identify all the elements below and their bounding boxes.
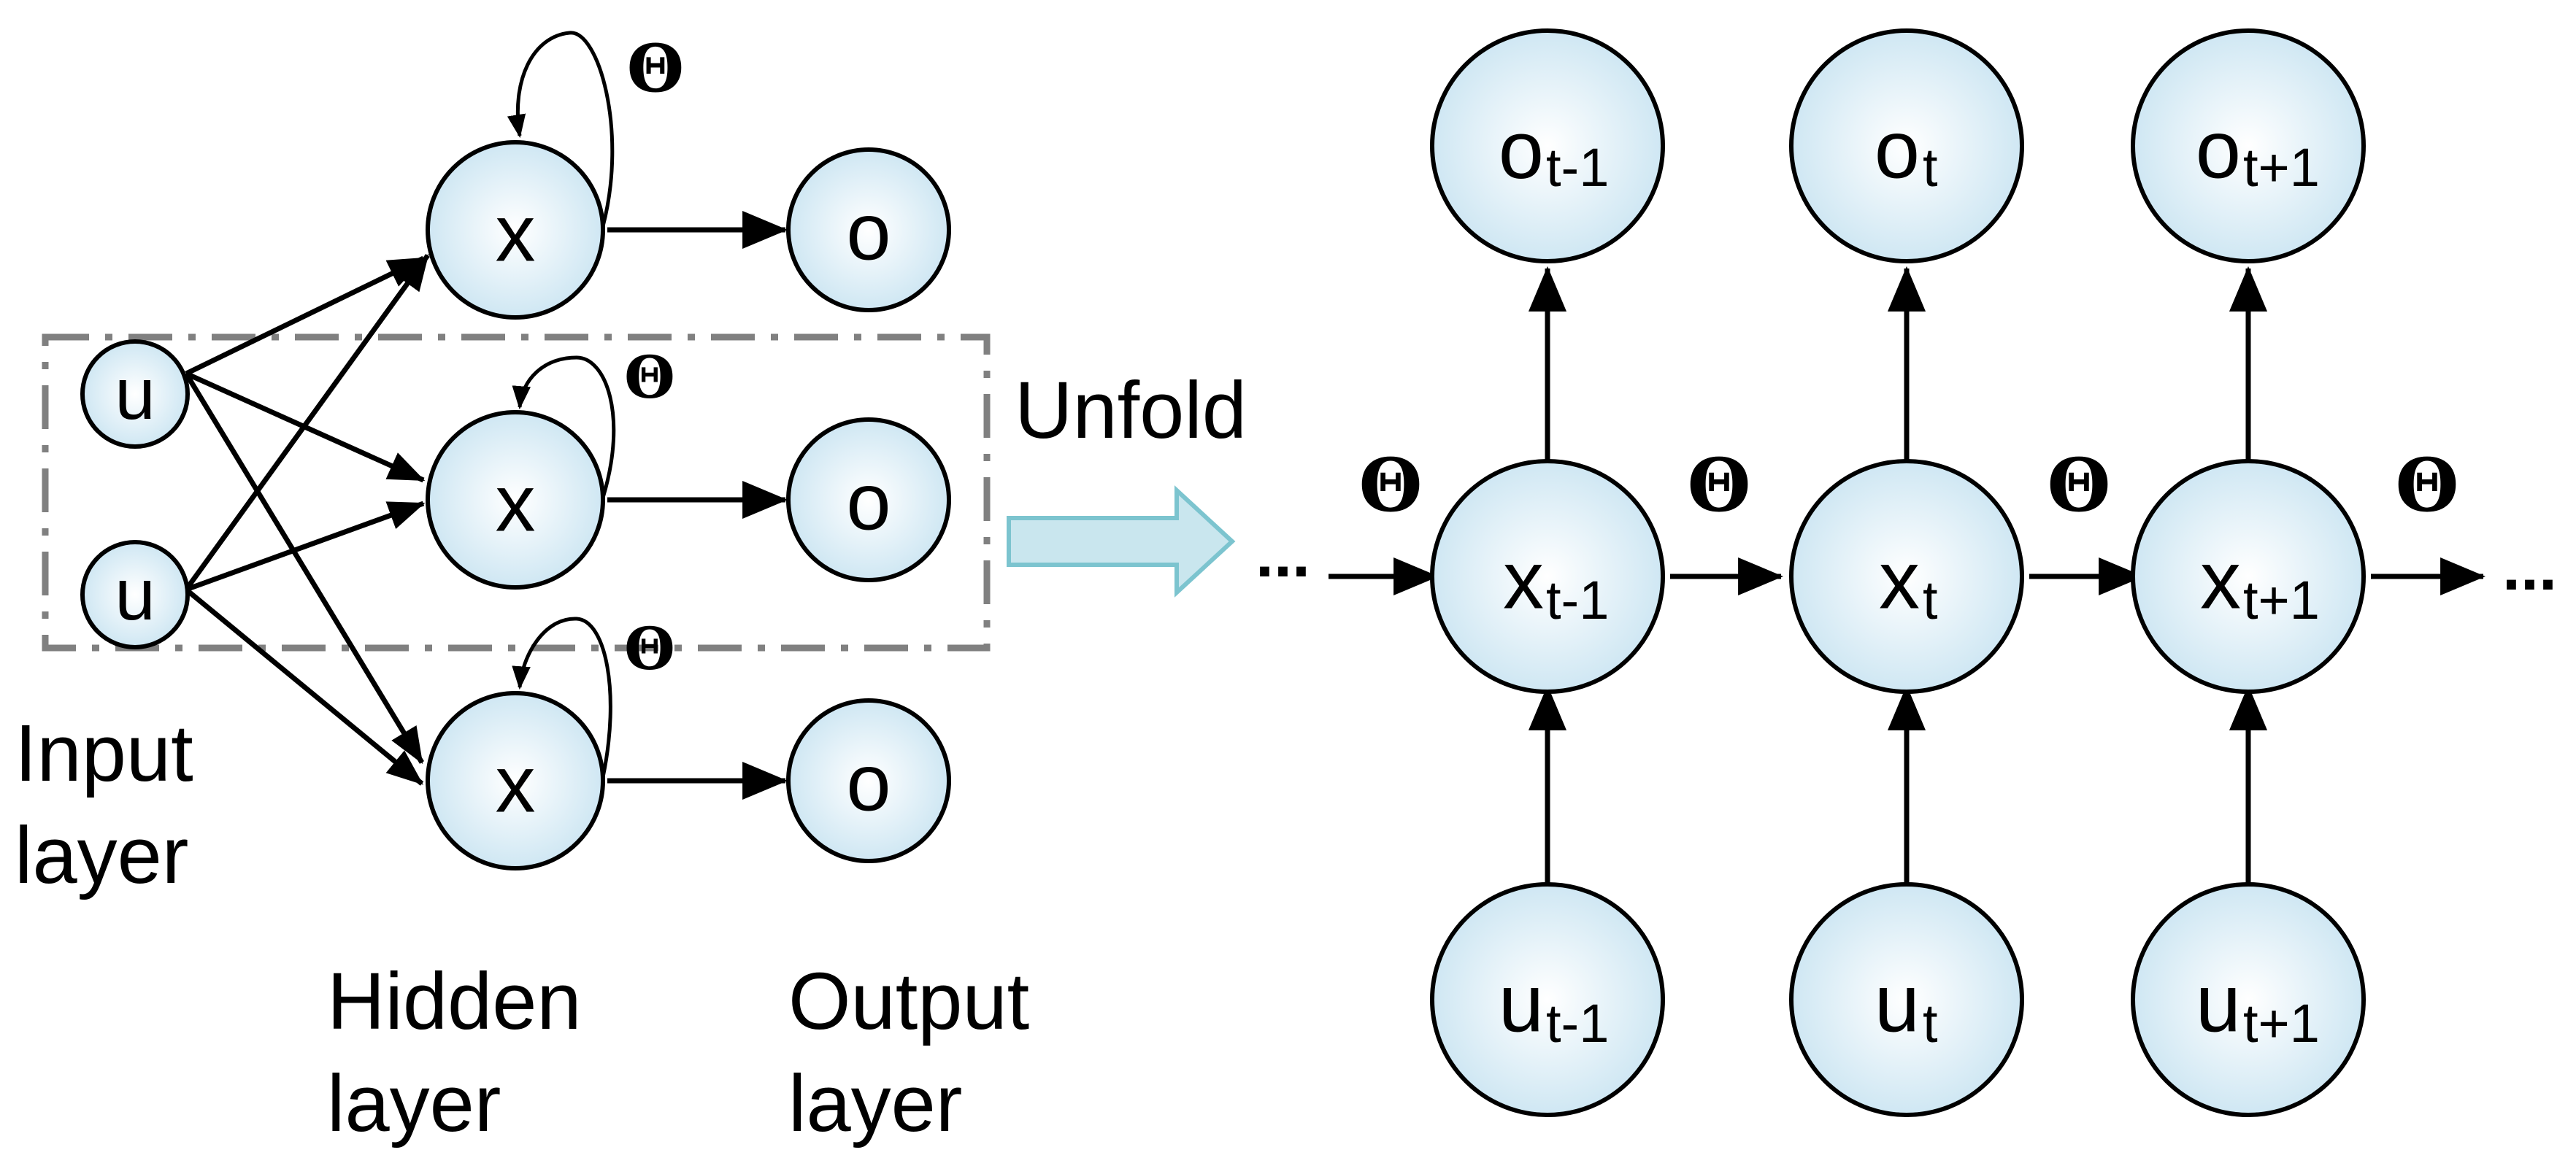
output-layer-caption-line2: layer [788,1059,962,1148]
recurrent-weight-label: Θ [624,343,675,412]
node-subscript: t+1 [2243,993,2320,1054]
node-letter: u [1875,958,1920,1049]
hidden-node-1: x [426,140,605,320]
step-t: o t x t u t [1789,28,2024,1117]
hidden-node-t-minus-1: x t-1 [1430,459,1665,694]
unfold-arrow: Unfold [1007,366,1247,598]
node-subscript: t [1923,137,1938,198]
node-subscript: t-1 [1546,993,1609,1054]
node-letter: x [1879,535,1920,626]
output-node-t-minus-1: o t-1 [1430,28,1665,263]
node-letter: u [1499,958,1544,1049]
step-t-minus-1: o t-1 x t-1 u t-1 [1430,28,1665,1117]
output-node-3: o [786,698,951,863]
hidden-node-label: x [496,459,536,549]
output-node-2: o [786,417,951,582]
node-letter: u [2196,958,2241,1049]
output-node-label: o [846,457,891,547]
input-node-t-minus-1: u t-1 [1430,882,1665,1117]
node-letter: o [2196,104,2241,196]
hidden-node-label: x [496,189,536,279]
unfold-arrow-icon [1007,485,1236,598]
node-letter: x [2200,535,2241,626]
recurrent-weight-label: Θ [627,30,684,107]
input-layer-caption-line2: layer [15,811,188,900]
hidden-node-3: x [426,691,605,870]
output-layer-caption-line1: Output [788,957,1029,1046]
weight-label: Θ [2395,442,2458,528]
input-node-label: u [115,353,155,435]
node-subscript: t+1 [2243,137,2320,198]
hidden-node-2: x [426,410,605,590]
hidden-output-edges [607,210,788,800]
vertical-edges [1528,266,2268,884]
input-node-2: u [80,540,190,649]
hidden-node-t-plus-1: x t+1 [2131,459,2366,694]
node-subscript: t [1923,993,1938,1054]
output-node-1: o [786,147,951,312]
output-node-t: o t [1789,28,2024,263]
weight-label: Θ [2047,442,2110,528]
svg-text:o: o [1499,104,1544,196]
node-letter: o [1499,104,1544,196]
hidden-layer-caption-line1: Hidden [327,957,582,1046]
dashed-time-slice-box [42,333,991,652]
input-node-t-plus-1: u t+1 [2131,882,2366,1117]
node-letter: x [1503,535,1544,626]
step-t-plus-1: o t+1 x t+1 u t+1 [2131,28,2366,1117]
node-subscript: t+1 [2243,570,2320,630]
hidden-node-t: x t [1789,459,2024,694]
node-subscript: t-1 [1546,137,1609,198]
output-node-label: o [846,188,891,277]
folded-network: u u x x x o o o [15,30,1029,1148]
input-node-label: u [115,554,155,636]
unfold-label: Unfold [1015,366,1247,455]
output-node-label: o [846,738,891,828]
recurrent-loops [507,31,616,778]
unfolded-network: ... ... Θ Θ Θ Θ o t-1 [1256,28,2557,1117]
recurrent-weight-label: Θ [624,614,675,683]
output-node-t-plus-1: o t+1 [2131,28,2366,263]
hidden-layer-caption-line2: layer [327,1059,501,1148]
hidden-node-label: x [496,740,536,830]
input-node-1: u [80,339,190,449]
weight-label: Θ [1358,442,1422,528]
node-subscript: t [1923,570,1938,630]
weight-label: Θ [1687,442,1750,528]
node-subscript: t-1 [1546,570,1609,630]
input-hidden-edges [184,253,430,786]
input-layer-caption-line1: Input [15,709,193,798]
ellipsis-right: ... [2502,531,2557,604]
input-node-t: u t [1789,882,2024,1117]
ellipsis-left: ... [1256,518,1310,591]
node-letter: o [1875,104,1920,196]
